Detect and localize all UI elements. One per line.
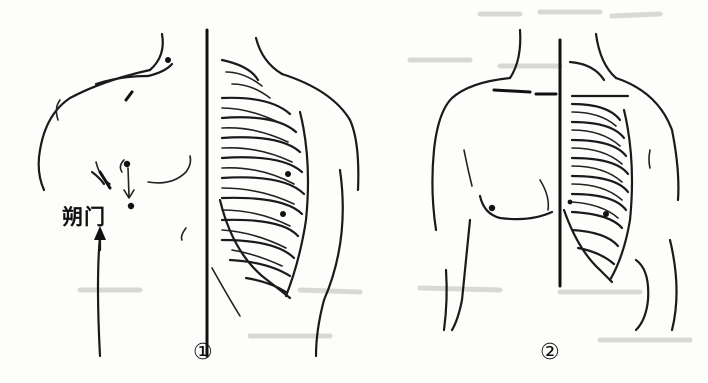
acupoint-label: 朔门 <box>62 201 106 231</box>
background-bleed-through <box>80 12 690 340</box>
panel-1-number: ① <box>193 340 213 365</box>
panel-1-torso <box>39 30 359 356</box>
panel-2-torso <box>432 30 678 330</box>
panel-2-number: ② <box>540 340 560 365</box>
